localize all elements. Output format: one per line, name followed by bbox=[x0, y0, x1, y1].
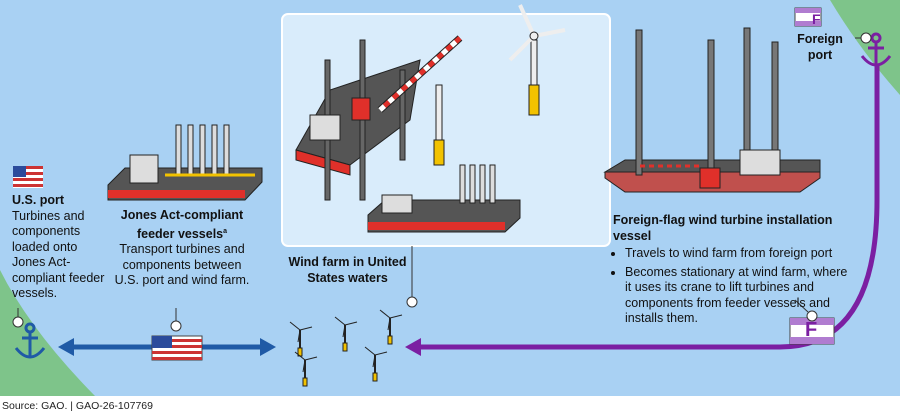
us-port-anchor-icon bbox=[14, 322, 46, 359]
installation-bullet: Becomes stationary at wind farm, where i… bbox=[625, 265, 853, 327]
installation-bullet: Travels to wind farm from foreign port bbox=[625, 246, 853, 262]
feeder-vessel-illustration bbox=[107, 124, 263, 201]
installation-vessel-title: Foreign-flag wind turbine installation v… bbox=[613, 213, 833, 243]
feeder-footnote-mark: a bbox=[223, 227, 228, 235]
foreign-flag-icon bbox=[794, 7, 822, 27]
diagram-art bbox=[0, 0, 900, 396]
us-flag-route-icon bbox=[151, 335, 203, 361]
foreign-flag-route-letter: F bbox=[805, 319, 818, 341]
installation-vessel-at-farm bbox=[295, 35, 463, 201]
feeder-vessels-label: Jones Act-compliant feeder vesselsa Tran… bbox=[112, 208, 252, 289]
us-flag-icon bbox=[13, 166, 43, 188]
wind-farm-turbines bbox=[289, 309, 403, 387]
us-port-label: U.S. port Turbines and components loaded… bbox=[12, 193, 107, 302]
foreign-port-title: Foreign port bbox=[797, 32, 843, 62]
feeder-vessel-at-farm bbox=[367, 164, 521, 233]
us-port-title: U.S. port bbox=[12, 193, 65, 207]
installation-vessel-bullets: Travels to wind farm from foreign port B… bbox=[613, 246, 853, 327]
foreign-flag-letter: F bbox=[812, 11, 821, 27]
foreign-land bbox=[830, 0, 900, 95]
us-port-description: Turbines and components loaded onto Jone… bbox=[12, 208, 105, 301]
foreign-route-arrow bbox=[405, 65, 880, 356]
wind-farm-title: Wind farm in United States waters bbox=[288, 255, 407, 285]
installation-vessel-label: Foreign-flag wind turbine installation v… bbox=[613, 213, 853, 330]
callout-pins bbox=[12, 32, 872, 332]
feeder-vessels-description: Transport turbines and components betwee… bbox=[114, 242, 250, 288]
us-land bbox=[0, 270, 95, 396]
feeder-vessels-title: Jones Act-compliant feeder vessels bbox=[120, 208, 244, 241]
installation-vessel-illustration bbox=[603, 27, 821, 193]
foreign-port-anchor-icon bbox=[860, 32, 892, 67]
source-note: Source: GAO. | GAO-26-107769 bbox=[2, 400, 153, 412]
water-background: F F U.S. port Turbines and components lo… bbox=[0, 0, 900, 396]
wind-turbine-inset bbox=[433, 4, 566, 166]
